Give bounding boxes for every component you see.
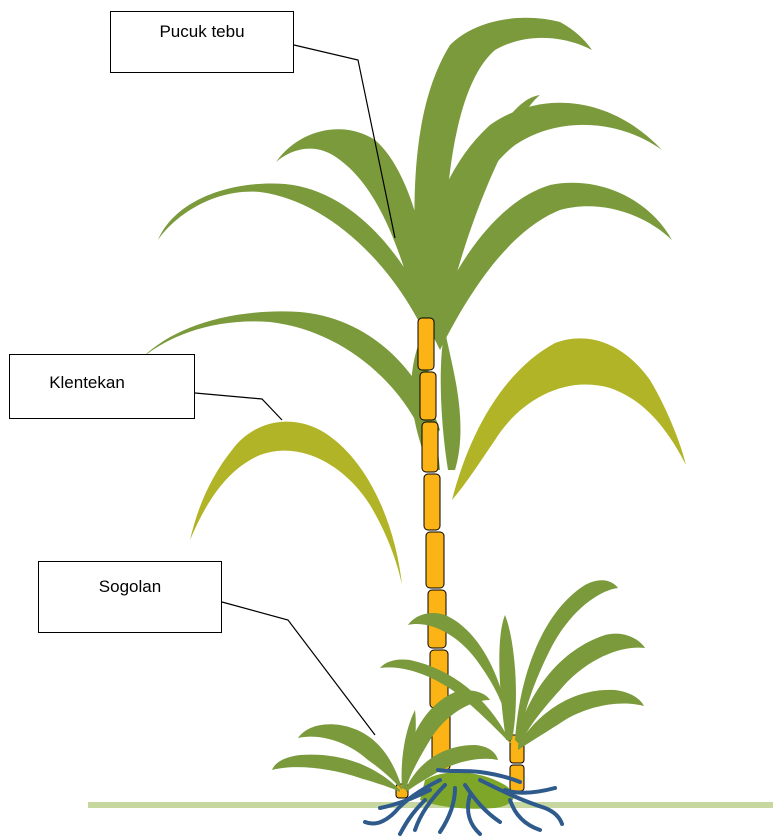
right-side-shoot: [380, 580, 645, 791]
label-box-klentekan: Klentekan: [9, 354, 195, 419]
label-sogolan: Sogolan: [39, 577, 221, 597]
label-box-sogolan: Sogolan: [38, 561, 222, 633]
label-box-pucuk-tebu: Pucuk tebu: [110, 11, 294, 73]
label-klentekan: Klentekan: [10, 373, 164, 393]
leader-line-klentekan: [195, 393, 282, 420]
main-plant-leaves: [142, 18, 672, 470]
label-pucuk-tebu: Pucuk tebu: [119, 22, 285, 42]
leader-line-sogolan: [222, 602, 375, 735]
